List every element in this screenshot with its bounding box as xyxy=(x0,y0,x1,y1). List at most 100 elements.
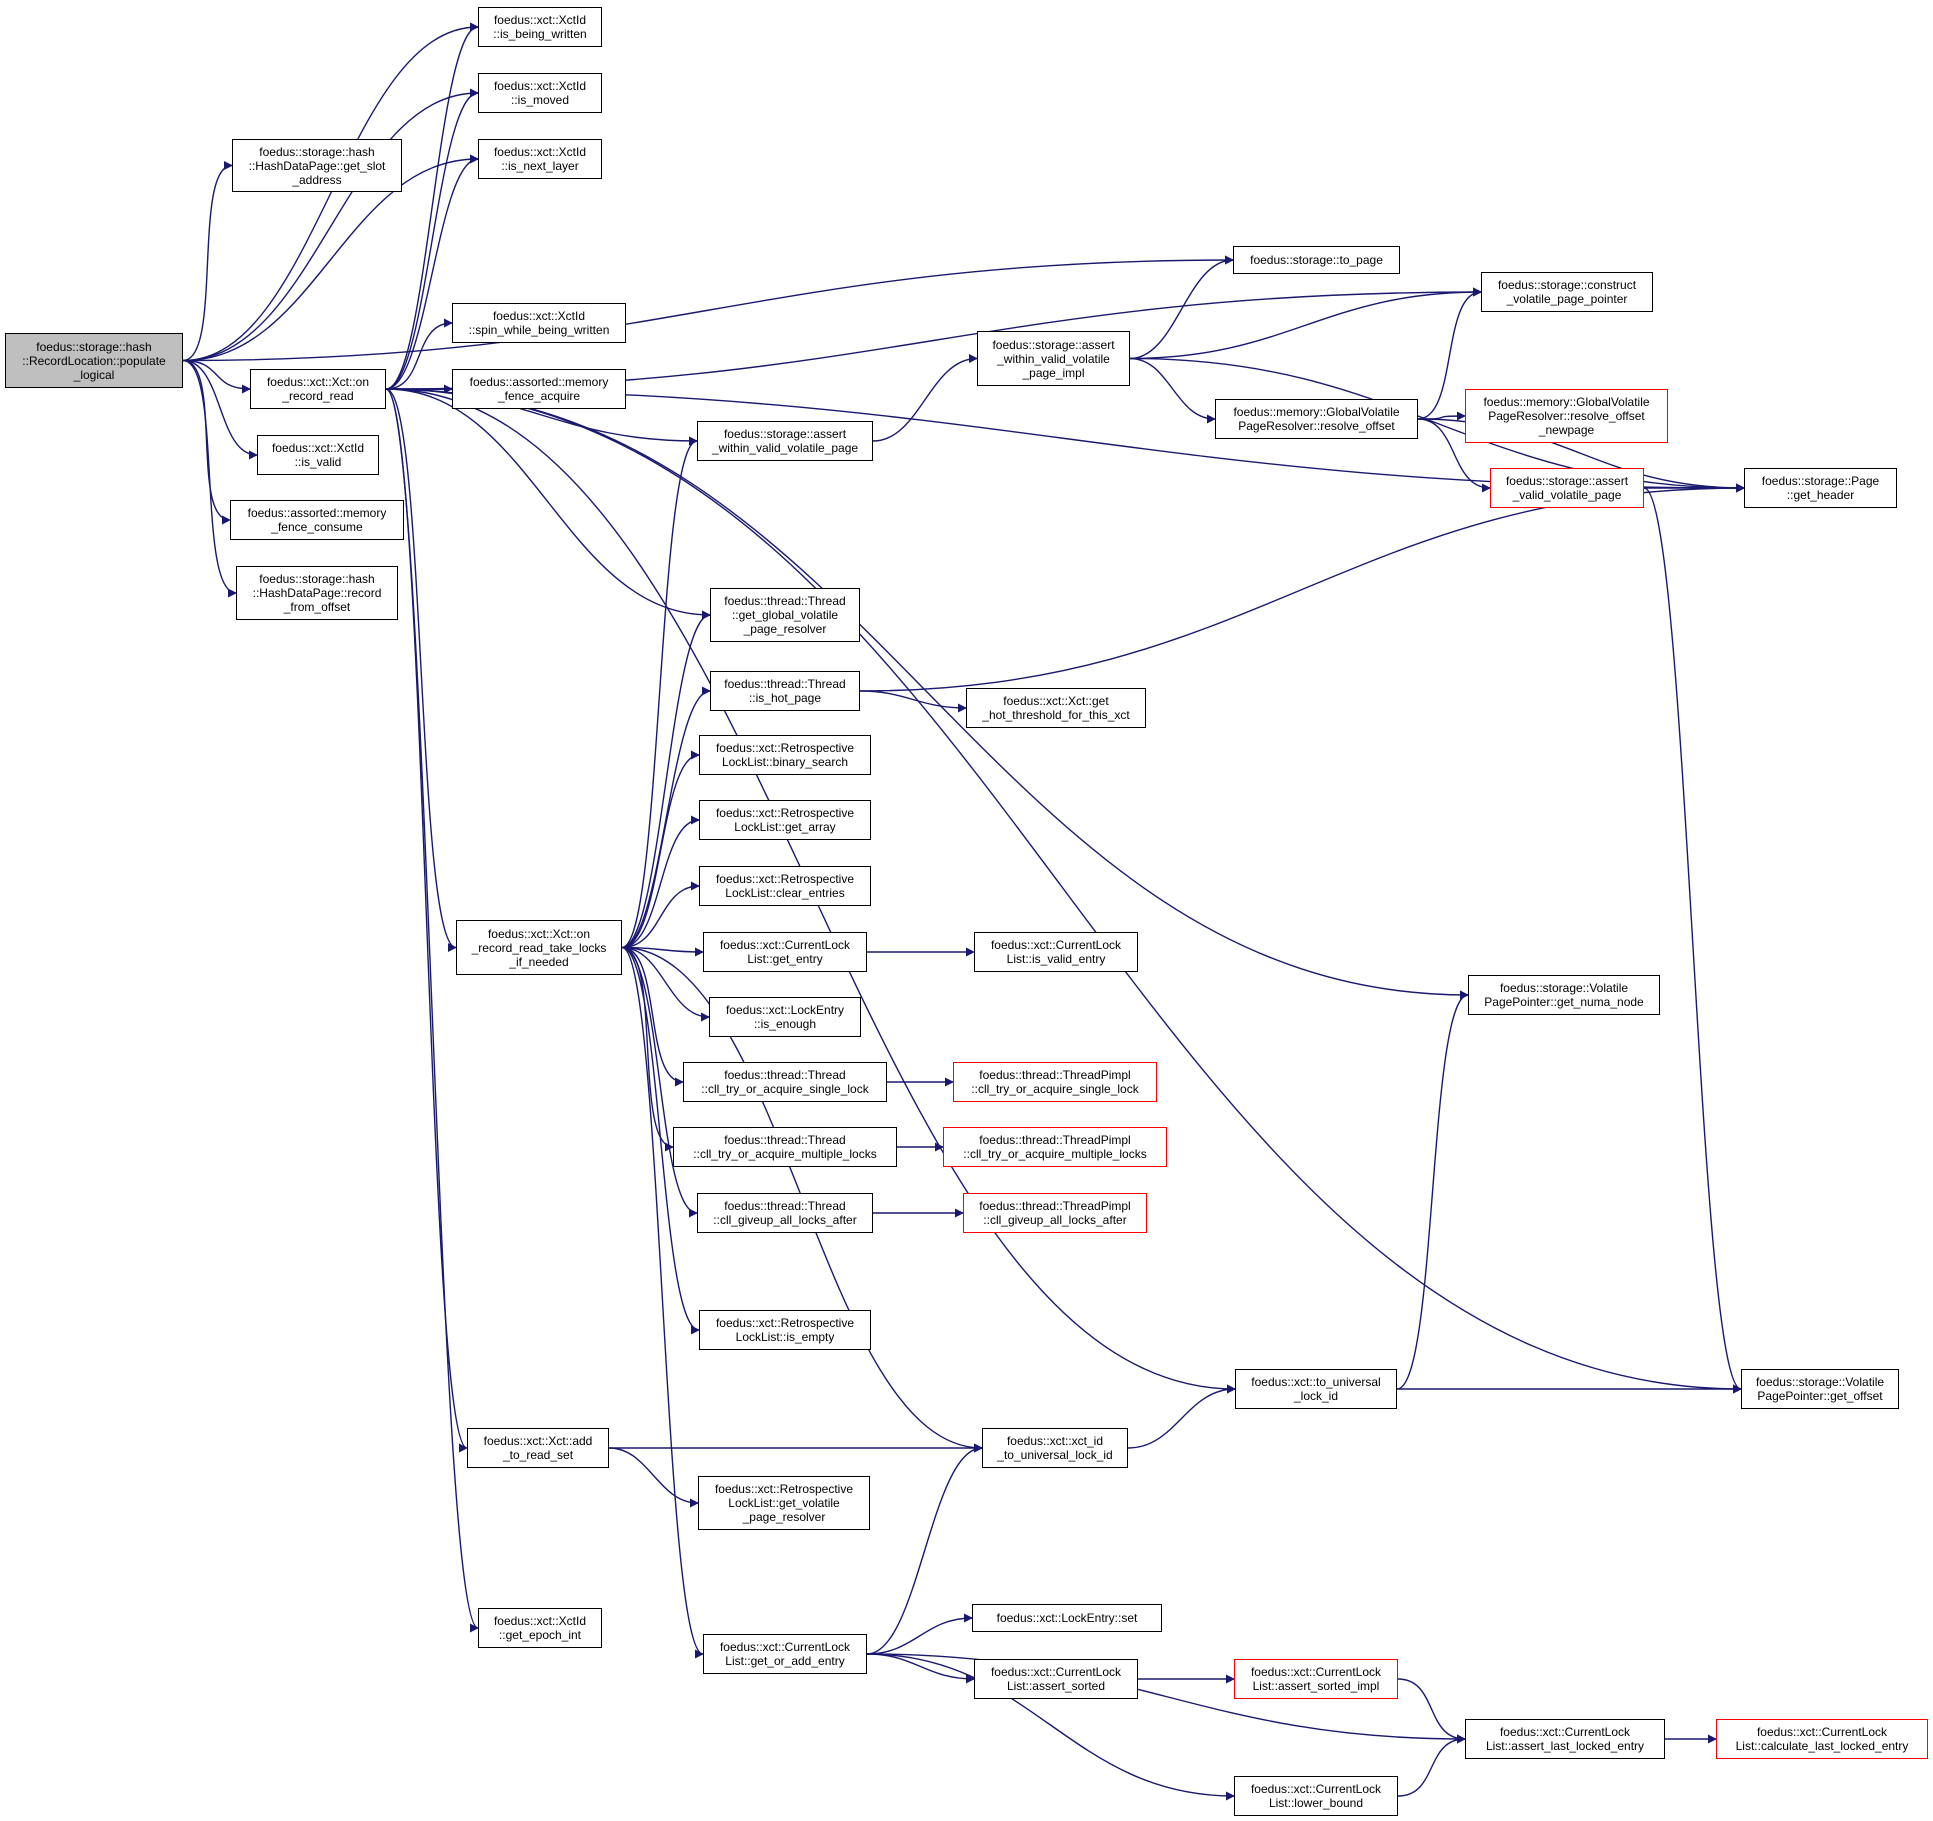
edge-assert-sorted-impl-to-assert-last-locked-entry xyxy=(1397,1678,1466,1744)
node-label-line: foedus::xct::CurrentLock xyxy=(1499,1725,1631,1739)
node-label-line: foedus::xct::CurrentLock xyxy=(1250,1665,1382,1679)
edge-resolve-offset-to-construct-volatile-page-pointer xyxy=(1417,287,1482,420)
node-get-global-volatile-page-resolver[interactable]: foedus::thread::Thread::get_global_volat… xyxy=(710,588,860,642)
node-label-line: foedus::memory::GlobalVolatile xyxy=(1483,395,1650,409)
edge-on-record-read-take-locks-if-needed-to-clear-entries xyxy=(621,881,700,949)
node-memory-fence-acquire[interactable]: foedus::assorted::memory_fence_acquire xyxy=(452,369,626,409)
node-xct-id-to-universal-lock-id[interactable]: foedus::xct::xct_id_to_universal_lock_id xyxy=(982,1428,1128,1468)
node-label-line: _from_offset xyxy=(283,600,351,614)
node-label-line: foedus::xct::CurrentLock xyxy=(990,1665,1122,1679)
node-label-line: ::cll_try_or_acquire_multiple_locks xyxy=(963,1147,1147,1161)
node-is-valid[interactable]: foedus::xct::XctId::is_valid xyxy=(257,435,379,475)
node-cll-try-or-acquire-single-lock[interactable]: foedus::thread::Thread::cll_try_or_acqui… xyxy=(683,1062,887,1102)
node-label-line: ::is_valid xyxy=(294,455,342,469)
node-on-record-read-take-locks-if-needed[interactable]: foedus::xct::Xct::on_record_read_take_lo… xyxy=(456,920,622,975)
node-label-line: List::assert_sorted xyxy=(1006,1679,1106,1693)
node-label-line: PageResolver::resolve_offset xyxy=(1238,419,1395,433)
node-get-slot-address[interactable]: foedus::storage::hash::HashDataPage::get… xyxy=(232,139,402,192)
node-label-line: foedus::xct::Xct::get xyxy=(1003,694,1109,708)
edge-is-hot-page-to-get-hot-threshold-for-this-xct xyxy=(859,690,967,713)
node-label-line: foedus::xct::XctId xyxy=(493,79,587,93)
node-label-line: ::spin_while_being_written xyxy=(468,323,610,337)
edge-on-record-read-to-get-epoch-int xyxy=(385,388,479,1633)
node-label-line: foedus::xct::Retrospective xyxy=(715,741,855,755)
node-label-line: _hot_threshold_for_this_xct xyxy=(982,708,1130,722)
edge-root-to-on-record-read xyxy=(182,359,251,394)
node-label-line: foedus::xct::CurrentLock xyxy=(1250,1782,1382,1796)
node-assert-within-valid-volatile-page-impl[interactable]: foedus::storage::assert_within_valid_vol… xyxy=(977,331,1130,386)
node-is-enough[interactable]: foedus::xct::LockEntry::is_enough xyxy=(709,997,861,1037)
node-is-next-layer[interactable]: foedus::xct::XctId::is_next_layer xyxy=(478,139,602,179)
node-assert-valid-volatile-page[interactable]: foedus::storage::assert_valid_volatile_p… xyxy=(1490,468,1644,508)
edge-on-record-read-to-get-numa-node xyxy=(385,388,1469,1000)
node-get-epoch-int[interactable]: foedus::xct::XctId::get_epoch_int xyxy=(478,1608,602,1648)
node-label-line: foedus::xct::LockEntry xyxy=(725,1003,845,1017)
node-to-universal-lock-id[interactable]: foedus::xct::to_universal_lock_id xyxy=(1235,1369,1397,1409)
node-cll-giveup-all-locks-after[interactable]: foedus::thread::Thread::cll_giveup_all_l… xyxy=(697,1193,873,1233)
node-label-line: LockList::is_empty xyxy=(735,1330,835,1344)
node-pimpl-giveup[interactable]: foedus::thread::ThreadPimpl::cll_giveup_… xyxy=(963,1193,1147,1233)
edge-assert-within-valid-volatile-page-impl-to-to-page xyxy=(1129,255,1234,360)
node-pimpl-single-lock[interactable]: foedus::thread::ThreadPimpl::cll_try_or_… xyxy=(953,1062,1157,1102)
node-memory-fence-consume[interactable]: foedus::assorted::memory_fence_consume xyxy=(230,500,404,540)
node-label-line: foedus::thread::ThreadPimpl xyxy=(979,1133,1131,1147)
node-label-line: List::calculate_last_locked_entry xyxy=(1735,1739,1909,1753)
node-is-hot-page[interactable]: foedus::thread::Thread::is_hot_page xyxy=(710,671,860,711)
node-record-from-offset[interactable]: foedus::storage::hash::HashDataPage::rec… xyxy=(236,566,398,620)
node-cll-try-or-acquire-multiple-locks[interactable]: foedus::thread::Thread::cll_try_or_acqui… xyxy=(673,1127,897,1167)
node-label-line: foedus::xct::Xct::add xyxy=(483,1434,593,1448)
node-spin-while-being-written[interactable]: foedus::xct::XctId::spin_while_being_wri… xyxy=(452,303,626,343)
node-label-line: _lock_id xyxy=(1293,1389,1339,1403)
node-label-line: foedus::thread::Thread xyxy=(724,1199,846,1213)
node-label-line: _page_impl xyxy=(1022,365,1085,380)
node-label-line: _to_universal_lock_id xyxy=(997,1448,1113,1462)
edge-on-record-read-take-locks-if-needed-to-get-array xyxy=(621,815,700,949)
node-get-hot-threshold-for-this-xct[interactable]: foedus::xct::Xct::get_hot_threshold_for_… xyxy=(966,688,1146,728)
edge-resolve-offset-to-assert-valid-volatile-page xyxy=(1417,418,1491,493)
edge-on-record-read-take-locks-if-needed-to-cll-try-or-acquire-multiple-locks xyxy=(621,946,674,1152)
edge-xct-id-to-universal-lock-id-to-to-universal-lock-id xyxy=(1127,1384,1236,1449)
node-label-line: foedus::assorted::memory xyxy=(247,506,387,520)
node-is-moved[interactable]: foedus::xct::XctId::is_moved xyxy=(478,73,602,113)
node-label-line: PageResolver::resolve_offset xyxy=(1488,409,1645,423)
node-add-to-read-set[interactable]: foedus::xct::Xct::add_to_read_set xyxy=(467,1428,609,1468)
node-label-line: ::get_header xyxy=(1786,488,1855,502)
node-label-line: foedus::xct::CurrentLock xyxy=(1756,1725,1888,1739)
node-label-line: ::is_enough xyxy=(753,1017,817,1031)
edge-assert-within-valid-volatile-page-impl-to-resolve-offset xyxy=(1129,357,1216,424)
edge-on-record-read-to-is-being-written xyxy=(385,22,479,390)
edge-assert-within-valid-volatile-page-to-assert-within-valid-volatile-page-impl xyxy=(872,354,978,442)
node-label-line: ::cll_try_or_acquire_multiple_locks xyxy=(693,1147,877,1161)
node-lockentry-set[interactable]: foedus::xct::LockEntry::set xyxy=(972,1604,1162,1632)
node-to-page[interactable]: foedus::storage::to_page xyxy=(1233,246,1400,274)
node-get-header[interactable]: foedus::storage::Page::get_header xyxy=(1744,468,1897,508)
node-assert-within-valid-volatile-page[interactable]: foedus::storage::assert_within_valid_vol… xyxy=(697,421,873,461)
node-is-being-written[interactable]: foedus::xct::XctId::is_being_written xyxy=(478,7,602,47)
node-pimpl-multiple-locks[interactable]: foedus::thread::ThreadPimpl::cll_try_or_… xyxy=(943,1127,1167,1167)
edge-on-record-read-to-add-to-read-set xyxy=(385,388,468,1453)
node-on-record-read[interactable]: foedus::xct::Xct::on_record_read xyxy=(250,369,386,409)
node-label-line: ::get_epoch_int xyxy=(498,1628,582,1642)
node-construct-volatile-page-pointer[interactable]: foedus::storage::construct_volatile_page… xyxy=(1481,272,1653,312)
edge-get-or-add-entry-to-lockentry-set xyxy=(866,1613,973,1655)
node-label-line: foedus::xct::Retrospective xyxy=(715,806,855,820)
node-label-line: foedus::xct::CurrentLock xyxy=(719,938,851,952)
